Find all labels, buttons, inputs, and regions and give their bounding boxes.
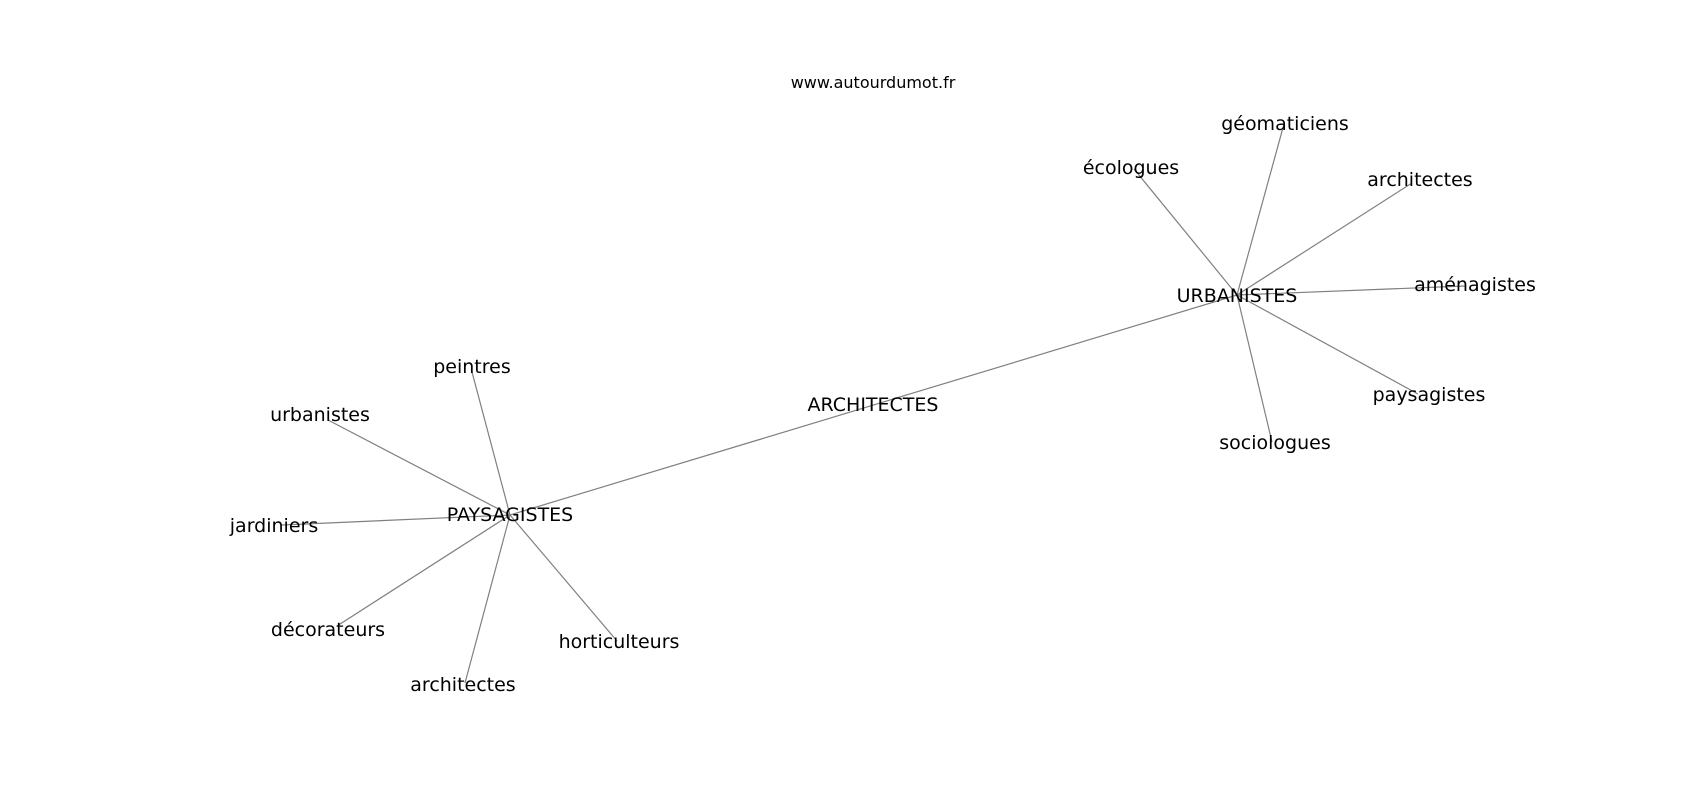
edge-urbanistes-architectes (1236, 182, 1413, 296)
node-jardiniers[interactable]: jardiniers (229, 515, 318, 537)
node-horticulteurs[interactable]: horticulteurs (559, 631, 680, 653)
node-architectes-small-left[interactable]: architectes (410, 674, 515, 696)
edge-paysagistes-horticulteurs (509, 514, 618, 642)
node-amenagistes[interactable]: aménagistes (1414, 274, 1536, 296)
node-paysagistes[interactable]: PAYSAGISTES (447, 504, 574, 526)
node-peintres[interactable]: peintres (433, 356, 511, 378)
edge-urbanistes-paysagistes (1236, 294, 1419, 395)
node-decorateurs[interactable]: décorateurs (271, 619, 385, 641)
edge-urbanistes-amenagistes (1236, 285, 1466, 296)
labels: www.autourdumot.fr ARCHITECTES PAYSAGIST… (229, 73, 1536, 696)
edge-paysagistes-decorateurs (336, 514, 511, 627)
edge-paysagistes-urbanistes (509, 294, 1238, 516)
edge-paysagistes-peintres (471, 371, 511, 516)
node-center[interactable]: ARCHITECTES (808, 394, 939, 416)
node-ecologues[interactable]: écologues (1083, 157, 1179, 179)
edges (281, 123, 1466, 684)
edge-urbanistes-sociologues (1236, 294, 1273, 443)
node-sociologues[interactable]: sociologues (1219, 432, 1330, 454)
edge-urbanistes-ecologues (1133, 168, 1238, 296)
node-paysagistes-small[interactable]: paysagistes (1373, 384, 1486, 406)
node-urbanistes[interactable]: URBANISTES (1177, 285, 1298, 307)
source-url[interactable]: www.autourdumot.fr (791, 73, 956, 92)
edge-urbanistes-geomaticiens (1236, 123, 1285, 296)
node-architectes-small-right[interactable]: architectes (1367, 169, 1472, 191)
edge-paysagistes-architectes (464, 514, 511, 684)
node-geomaticiens[interactable]: géomaticiens (1221, 113, 1349, 135)
edge-paysagistes-jardiniers (281, 514, 511, 526)
edge-paysagistes-urbanistes-small (327, 419, 511, 516)
node-urbanistes-small[interactable]: urbanistes (270, 404, 370, 426)
